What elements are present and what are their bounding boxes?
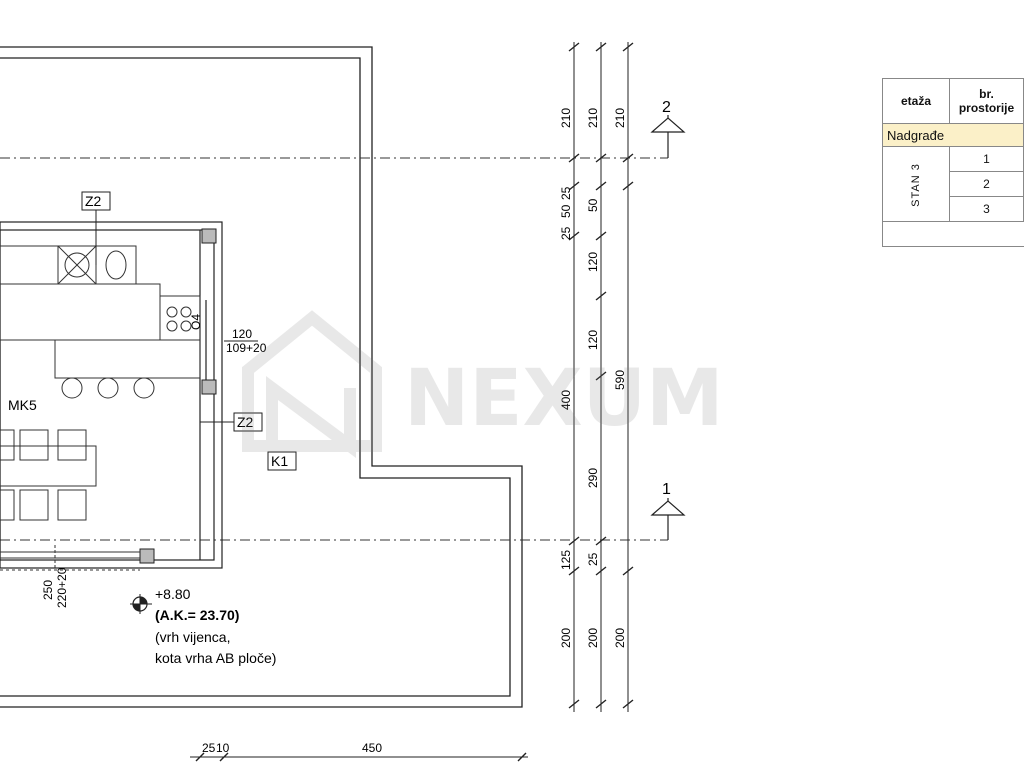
table-blank-row <box>882 221 1024 247</box>
level-ak: (A.K.= 23.70) <box>155 607 239 623</box>
section-marker-1-label: 1 <box>662 481 671 498</box>
tag-o4: O4 <box>189 314 203 330</box>
terrace-outline <box>0 46 523 708</box>
room-1: 1 <box>949 146 1024 172</box>
bottom-window <box>0 545 140 571</box>
level-mark-icon <box>130 594 152 614</box>
section-marker-2-icon <box>650 115 686 158</box>
unit-cell: STAN 3 <box>882 146 950 222</box>
dim-c1-210: 210 <box>559 108 573 128</box>
dim-c1-400: 400 <box>559 390 573 410</box>
section-marker-1-icon <box>650 498 686 540</box>
dining-furniture <box>0 429 97 521</box>
dim-c2-200: 200 <box>586 628 600 648</box>
wall-columns <box>139 228 217 564</box>
tag-k1: K1 <box>271 453 288 469</box>
dim-c3-210: 210 <box>613 108 627 128</box>
watermark-text: NEXUM <box>404 354 724 444</box>
nexum-watermark: NEXUM <box>242 310 724 458</box>
level-note-1: (vrh vijenca, <box>155 629 230 645</box>
dim-bottom-450: 450 <box>362 741 382 755</box>
room-walls <box>0 221 223 569</box>
unit-label: STAN 3 <box>909 163 922 207</box>
door-size: 220+20 <box>55 567 69 608</box>
window-width: 120 <box>232 327 252 341</box>
dim-c2-25: 25 <box>586 552 600 566</box>
dim-bottom-25: 25 <box>202 741 216 755</box>
dim-c2-210: 210 <box>586 108 600 128</box>
door-width: 250 <box>41 580 55 600</box>
tag-z2-right: Z2 <box>237 414 254 430</box>
room-3: 3 <box>949 196 1024 222</box>
dim-c1-25a: 25 <box>559 186 573 200</box>
dim-c1-125: 125 <box>559 550 573 570</box>
nexum-logo-icon <box>242 310 382 452</box>
dim-c1-25b: 25 <box>559 226 573 240</box>
bottom-dimension-line <box>190 752 528 762</box>
section-row: Nadgrađe <box>882 123 1024 147</box>
room-legend-table: etaža br. prostorije Nadgrađe STAN 3 1 2… <box>882 78 1024 247</box>
dim-c1-50: 50 <box>559 204 573 218</box>
dim-bottom-10: 10 <box>216 741 230 755</box>
level-note-2: kota vrha AB ploče) <box>155 650 276 666</box>
header-room: br. prostorije <box>949 78 1024 124</box>
dimension-lines <box>568 42 634 712</box>
level-elevation: +8.80 <box>155 586 191 602</box>
room-2: 2 <box>949 171 1024 197</box>
dim-c2-50: 50 <box>586 198 600 212</box>
section-marker-2-label: 2 <box>662 99 671 116</box>
dim-c3-200: 200 <box>613 628 627 648</box>
window-size: 109+20 <box>226 341 267 355</box>
dim-c2-120a: 120 <box>586 252 600 272</box>
dim-c3-590: 590 <box>613 370 627 390</box>
dim-c2-120b: 120 <box>586 330 600 350</box>
dim-c1-200: 200 <box>559 628 573 648</box>
tag-mk5: MK5 <box>8 397 37 413</box>
dim-c2-290: 290 <box>586 468 600 488</box>
kitchen-furniture <box>0 245 201 399</box>
tag-z2-top: Z2 <box>85 193 102 209</box>
header-level: etaža <box>882 78 950 124</box>
section-lines <box>0 157 668 541</box>
